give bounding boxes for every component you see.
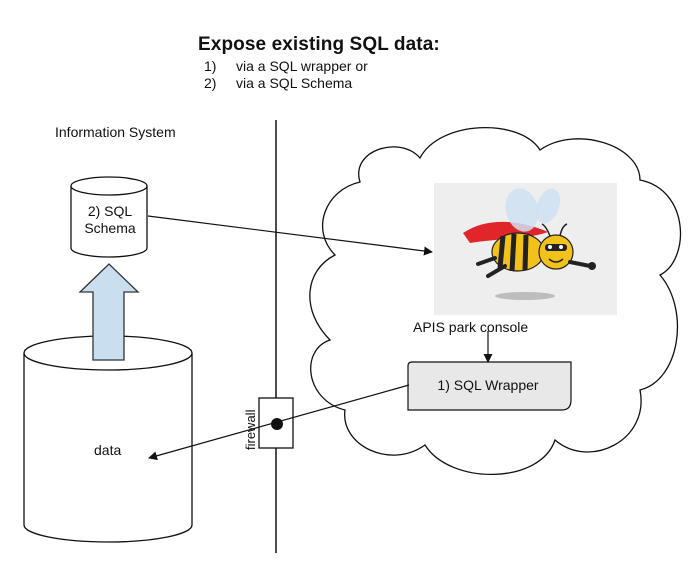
list-item-number: 2) — [204, 75, 217, 91]
firewall-label: firewall — [243, 409, 258, 450]
data-label: data — [94, 442, 122, 458]
list-item: 1) via a SQL wrapper or — [204, 58, 368, 75]
list-item-text: via a SQL Schema — [236, 75, 353, 91]
sql-wrapper-label: 1) SQL Wrapper — [437, 377, 539, 393]
block-up-arrow — [78, 263, 140, 361]
apis-console-label: APIS park console — [413, 319, 529, 335]
options-list: 1) via a SQL wrapper or 2) via a SQL Sch… — [204, 58, 368, 92]
sql-schema-label-line2: Schema — [84, 220, 136, 236]
data-cylinder — [23, 335, 193, 543]
bee-superhero-icon — [434, 183, 617, 315]
information-system-label: Information System — [55, 124, 176, 140]
list-item-number: 1) — [204, 58, 217, 74]
sql-wrapper-box — [407, 361, 572, 411]
page-title: Expose existing SQL data: — [198, 34, 440, 55]
wrapper-to-data-arrow — [148, 384, 410, 461]
sql-schema-label: 2) SQL Schema — [70, 203, 150, 237]
sql-schema-cylinder — [70, 176, 148, 258]
schema-to-console-arrow — [147, 215, 433, 256]
list-item: 2) via a SQL Schema — [204, 75, 368, 92]
firewall-port-dot — [271, 418, 283, 430]
sql-schema-label-line1: 2) SQL — [87, 203, 133, 219]
list-item-text: via a SQL wrapper or — [236, 58, 368, 74]
